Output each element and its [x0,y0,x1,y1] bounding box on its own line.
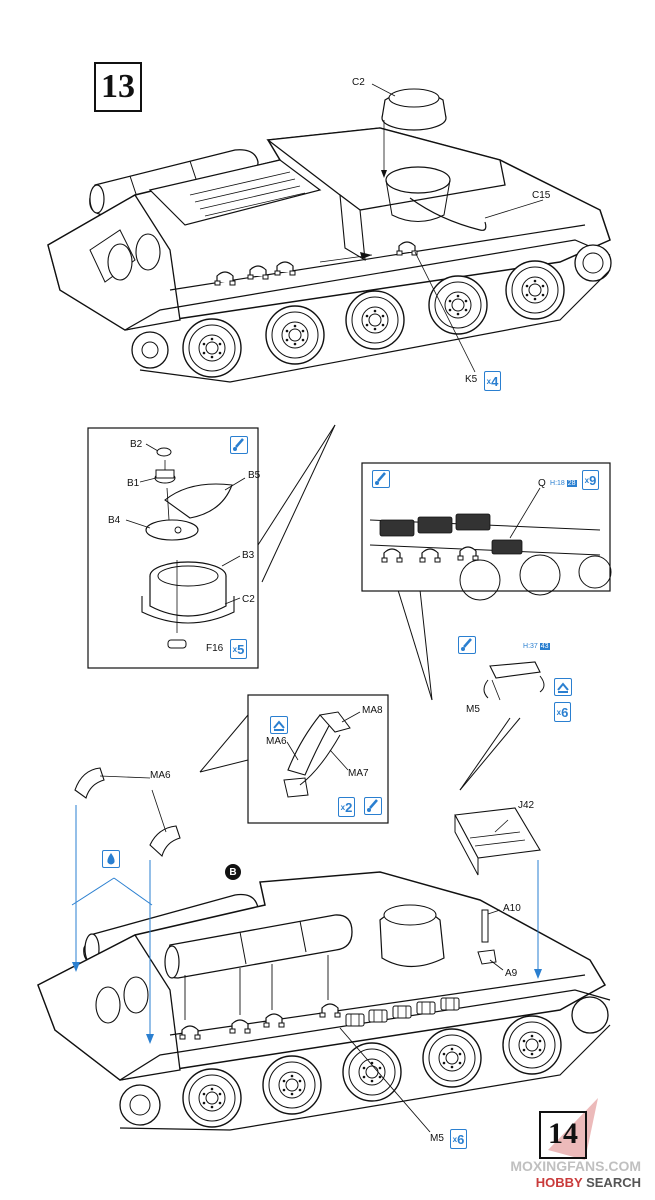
watermark-line2: HOBBY SEARCH [535,1175,641,1190]
label-k5: K5 [465,374,478,385]
label-b2: B2 [130,439,143,450]
rotate-arrow-icon [554,678,572,696]
label-b1: B1 [127,478,140,489]
label-c2-top: C2 [352,77,365,88]
label-c15: C15 [532,190,551,201]
label-c2-inset: C2 [242,594,255,605]
watermark-logo [539,1098,598,1160]
step-number: 13 [94,62,142,112]
bottom-hull-drawing [37,767,611,1133]
next-step-number: 14 [548,1117,578,1150]
sprue-ref-m5: H:37 43 [523,643,550,650]
label-b5: B5 [248,470,261,481]
glue-icon [372,470,390,488]
label-ma8: MA8 [362,705,383,716]
label-b4: B4 [108,515,121,526]
label-a10: A10 [503,903,521,914]
subassembly-b-marker: B [225,864,241,880]
label-f16: F16 [206,643,224,654]
label-ma6-inset: MA6 [266,736,287,747]
label-a9: A9 [505,968,518,979]
label-ma7: MA7 [348,768,369,779]
label-ma6-main: MA6 [150,770,171,781]
inset-cupola [87,427,259,669]
glue-icon [230,436,248,454]
inset-m5 [483,661,545,701]
label-b3: B3 [242,550,255,561]
watermark-line1: MOXINGFANS.COM [510,1158,641,1174]
label-q: Q [538,478,546,489]
rotate-arrow-icon [270,716,288,734]
cement-drop-icon [102,850,120,868]
label-m5-main: M5 [430,1133,444,1144]
callout-lines [199,424,521,791]
glue-icon [458,636,476,654]
glue-icon [364,797,382,815]
sprue-ref-q: H:18 28 [550,480,577,487]
label-j42: J42 [518,800,535,811]
top-hull-drawing [47,83,612,383]
label-m5-inset: M5 [466,704,480,715]
